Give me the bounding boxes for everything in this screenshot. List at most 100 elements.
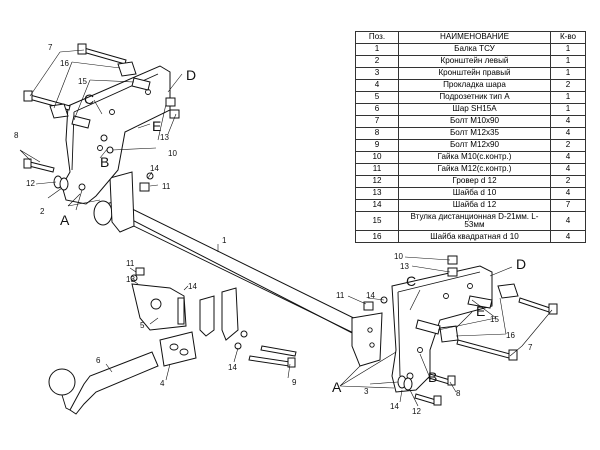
- cell-qty: 1: [550, 55, 586, 68]
- cell-qty: 4: [550, 151, 586, 164]
- cell-name: Балка ТСУ: [398, 43, 551, 56]
- callout-16-left: 16: [60, 59, 69, 68]
- cell-pos: 8: [355, 127, 399, 140]
- callout-15-left: 15: [78, 77, 87, 86]
- cell-qty: 4: [550, 163, 586, 176]
- letter-E-right: E: [476, 303, 485, 319]
- cell-qty: 4: [550, 115, 586, 128]
- cell-pos: 12: [355, 175, 399, 188]
- cell-name: Болт М12х90: [398, 139, 551, 152]
- cell-qty: 2: [550, 79, 586, 92]
- callout-8-left: 8: [14, 131, 19, 140]
- cell-name: Болт М10х90: [398, 115, 551, 128]
- cell-name: Подрозетник тип А: [398, 91, 551, 104]
- letter-callouts: D C E B A D C E B A: [60, 67, 526, 395]
- callout-13-left: 13: [160, 133, 169, 142]
- cell-pos: 6: [355, 103, 399, 116]
- cell-pos: 10: [355, 151, 399, 164]
- callout-14-left: 14: [150, 164, 159, 173]
- cell-pos: 15: [355, 210, 399, 232]
- callout-14-right-low: 14: [390, 402, 399, 411]
- callout-6: 6: [96, 356, 101, 365]
- cell-qty: 2: [550, 175, 586, 188]
- left-small-fasteners: [23, 97, 180, 192]
- cell-name: Шар SH15A: [398, 103, 551, 116]
- cell-name: Втулка дистанционная D-21мм. L-53мм: [398, 210, 551, 232]
- callout-11-left: 11: [162, 182, 171, 191]
- callout-14-center-low: 14: [228, 363, 237, 372]
- callout-14-right: 14: [366, 291, 375, 300]
- callout-12-right: 12: [412, 407, 421, 416]
- callout-7-left: 7: [48, 43, 53, 52]
- callout-10-right: 10: [394, 252, 403, 261]
- letter-C-right: C: [406, 273, 416, 289]
- cell-pos: 9: [355, 139, 399, 152]
- cell-qty: 4: [550, 210, 586, 232]
- letter-E-left: E: [152, 118, 161, 134]
- cell-name: Болт М12х35: [398, 127, 551, 140]
- letter-A-left: A: [60, 212, 70, 228]
- cell-qty: 1: [550, 103, 586, 116]
- center-ball-mount-plates: [130, 267, 297, 368]
- cell-pos: 14: [355, 199, 399, 212]
- callout-5: 5: [140, 321, 145, 330]
- cell-pos: 7: [355, 115, 399, 128]
- callout-12-left: 12: [26, 179, 35, 188]
- tow-ball: [48, 351, 159, 415]
- cell-pos: 4: [355, 79, 399, 92]
- left-mounting-bolts: [23, 43, 151, 129]
- cell-pos: 2: [355, 55, 399, 68]
- cell-pos: 3: [355, 67, 399, 80]
- right-mounting-bolts: [415, 255, 558, 361]
- callout-9: 9: [292, 378, 297, 387]
- cell-pos: 1: [355, 43, 399, 56]
- cell-qty: 1: [550, 43, 586, 56]
- callout-13-center: 13: [126, 275, 135, 284]
- callout-10-left: 10: [168, 149, 177, 158]
- cell-qty: 4: [550, 230, 586, 244]
- cell-pos: 11: [355, 163, 399, 176]
- right-bracket: [391, 265, 493, 393]
- letter-B-right: B: [428, 369, 437, 385]
- cell-name: Гровер d 12: [398, 175, 551, 188]
- cell-qty: 7: [550, 199, 586, 212]
- right-small-fasteners: [363, 296, 456, 406]
- tow-beam: [93, 171, 383, 367]
- cell-name: Гайка М12(с.контр.): [398, 163, 551, 176]
- letter-A-right: A: [332, 379, 342, 395]
- letter-D-right: D: [516, 256, 526, 272]
- letter-D-left: D: [186, 67, 196, 83]
- column-header-pos: Поз.: [355, 31, 399, 44]
- cell-name: Гайка М10(с.контр.): [398, 151, 551, 164]
- callout-11-center: 11: [126, 259, 135, 268]
- cell-name: Шайба d 12: [398, 199, 551, 212]
- callout-1: 1: [222, 236, 227, 245]
- letter-C-left: C: [84, 91, 94, 107]
- part-callouts: 7 16 15 8 12 2 13 10 14 11 1 11 13 14 5 …: [14, 43, 533, 416]
- cell-pos: 16: [355, 230, 399, 244]
- column-header-qty: К-во: [550, 31, 586, 44]
- cell-qty: 1: [550, 67, 586, 80]
- callout-14-center: 14: [188, 282, 197, 291]
- callout-11-right: 11: [336, 291, 345, 300]
- callout-13-right: 13: [400, 262, 409, 271]
- cell-name: Шайба d 10: [398, 187, 551, 200]
- cell-pos: 13: [355, 187, 399, 200]
